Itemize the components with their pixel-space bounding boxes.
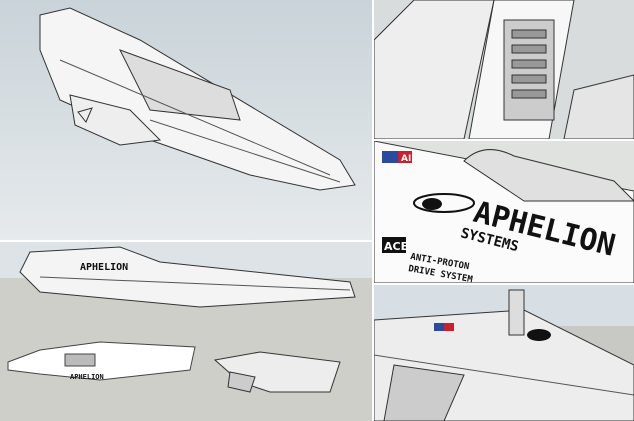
engine-badge-text: ACE bbox=[384, 240, 408, 253]
render-panel-bottom-left: APHELION APHELION bbox=[0, 242, 372, 421]
top-view-brand-text: APHELION bbox=[70, 373, 104, 381]
render-panel-bottom-right bbox=[374, 285, 634, 421]
hull-closeup-render bbox=[374, 0, 634, 139]
render-panel-decal-closeup: AI APHELION SYSTEMS ACE ANTI-PROTON DRIV… bbox=[374, 141, 634, 283]
ship-low-angle-render bbox=[374, 289, 634, 421]
decal-closeup-render: AI APHELION SYSTEMS ACE ANTI-PROTON DRIV… bbox=[374, 141, 634, 283]
flag-badge-text: AI bbox=[401, 154, 411, 164]
spaceship-render-angled bbox=[39, 7, 356, 191]
ship-side-and-top-renders: APHELION APHELION bbox=[7, 246, 356, 393]
side-view-brand-text: APHELION bbox=[80, 262, 128, 273]
render-panel-top-left bbox=[0, 0, 372, 240]
render-panel-top-right bbox=[374, 0, 634, 139]
